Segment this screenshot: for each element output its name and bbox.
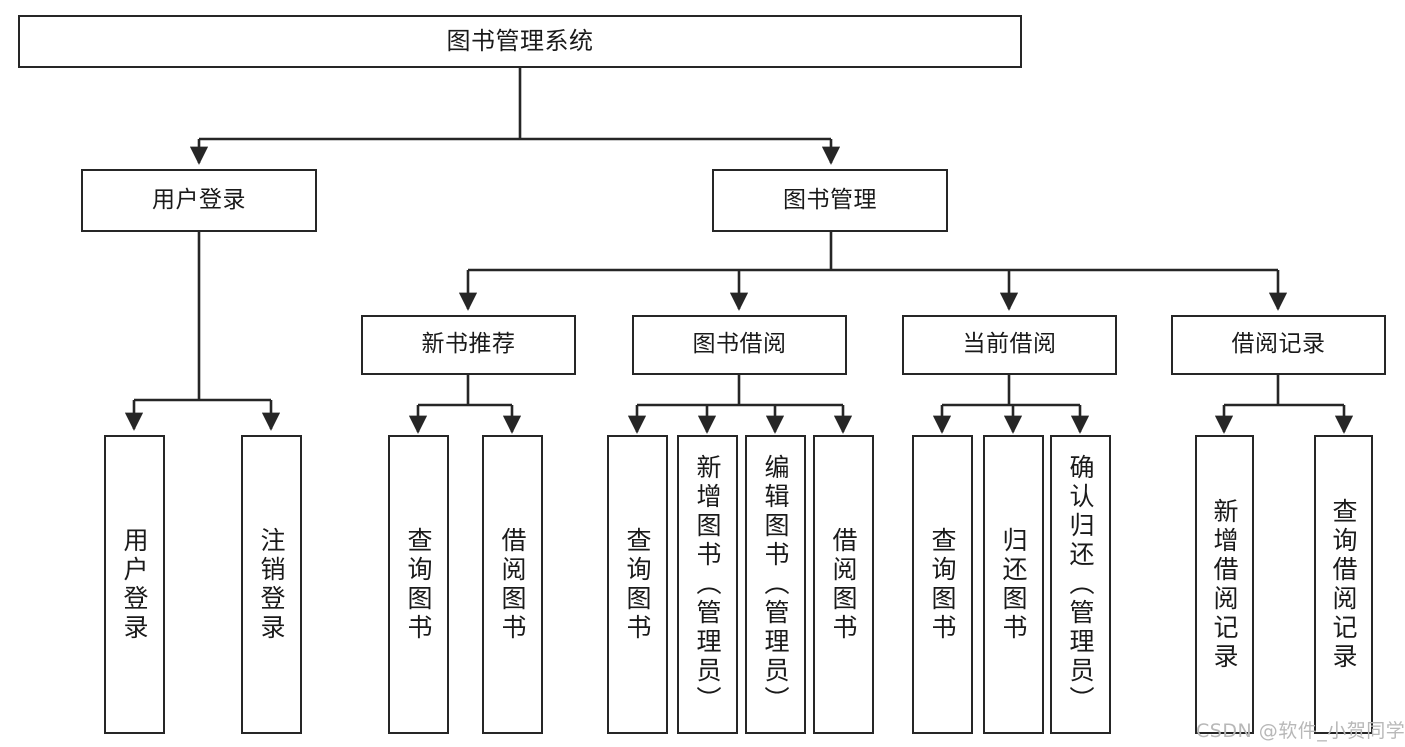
node-label: 图书管理系统: [446, 27, 594, 56]
node-label: 用户登录: [120, 526, 149, 643]
node-label: 查询图书: [404, 526, 433, 643]
node-label: 当前借阅: [962, 331, 1057, 358]
node-book-manage[interactable]: 图书管理: [712, 169, 948, 232]
node-label: 归还图书: [999, 526, 1028, 643]
node-label: 新增图书（管理员）: [693, 454, 722, 715]
node-leaf-user-login[interactable]: 用户登录: [104, 435, 165, 734]
node-label: 新书推荐: [421, 331, 516, 358]
node-label: 借阅图书: [829, 526, 858, 643]
node-label: 借阅记录: [1231, 331, 1326, 358]
node-leaf-query-record[interactable]: 查询借阅记录: [1314, 435, 1373, 734]
node-leaf-query-book-1[interactable]: 查询图书: [388, 435, 449, 734]
node-label: 注销登录: [257, 526, 286, 643]
node-user-login[interactable]: 用户登录: [81, 169, 317, 232]
node-label: 查询图书: [928, 526, 957, 643]
node-leaf-return-book[interactable]: 归还图书: [983, 435, 1044, 734]
node-leaf-borrow-book-1[interactable]: 借阅图书: [482, 435, 543, 734]
node-leaf-query-book-3[interactable]: 查询图书: [912, 435, 973, 734]
node-label: 新增借阅记录: [1210, 497, 1239, 672]
node-label: 查询图书: [623, 526, 652, 643]
node-root-system[interactable]: 图书管理系统: [18, 15, 1022, 68]
node-leaf-borrow-book-2[interactable]: 借阅图书: [813, 435, 874, 734]
node-current-borrow[interactable]: 当前借阅: [902, 315, 1117, 375]
node-leaf-edit-book[interactable]: 编辑图书（管理员）: [745, 435, 806, 734]
node-new-book-recommend[interactable]: 新书推荐: [361, 315, 576, 375]
node-book-borrow[interactable]: 图书借阅: [632, 315, 847, 375]
node-leaf-logout-login[interactable]: 注销登录: [241, 435, 302, 734]
node-label: 确认归还（管理员）: [1066, 454, 1095, 715]
node-borrow-record[interactable]: 借阅记录: [1171, 315, 1386, 375]
node-label: 用户登录: [152, 186, 246, 213]
node-leaf-confirm-return[interactable]: 确认归还（管理员）: [1050, 435, 1111, 734]
node-label: 查询借阅记录: [1329, 497, 1358, 672]
node-leaf-add-record[interactable]: 新增借阅记录: [1195, 435, 1254, 734]
node-label: 图书借阅: [692, 331, 787, 358]
node-label: 编辑图书（管理员）: [761, 454, 790, 715]
node-label: 借阅图书: [498, 526, 527, 643]
node-label: 图书管理: [783, 186, 877, 213]
csdn-watermark: CSDN @软件_小贺同学: [1196, 720, 1405, 742]
node-leaf-query-book-2[interactable]: 查询图书: [607, 435, 668, 734]
node-leaf-add-book[interactable]: 新增图书（管理员）: [677, 435, 738, 734]
